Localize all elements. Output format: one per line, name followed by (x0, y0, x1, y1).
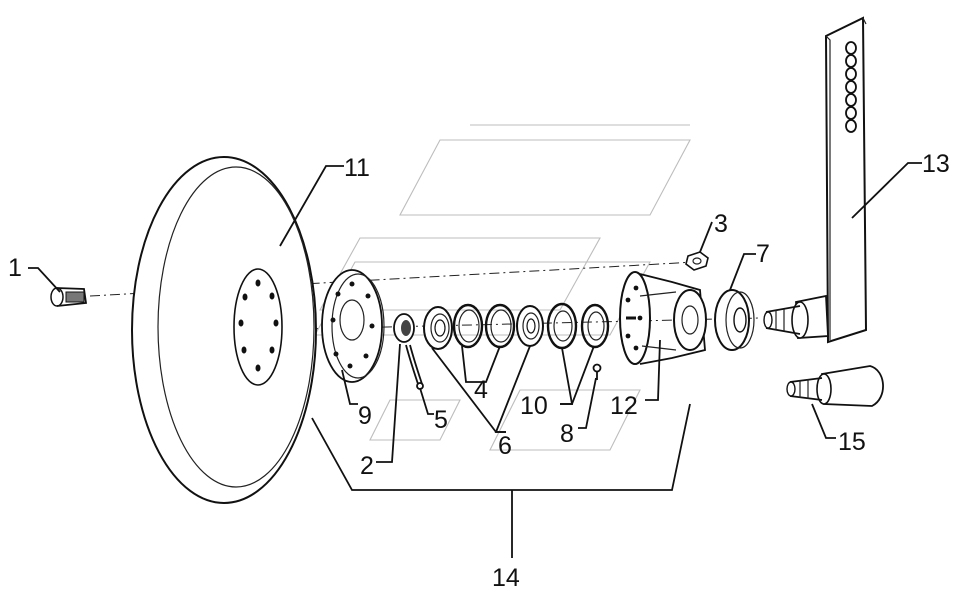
leader-15 (811, 403, 836, 439)
bearing-part-6-right (516, 305, 544, 347)
callout-8: 8 (560, 420, 574, 448)
grease-nipple-part-8 (592, 363, 602, 380)
cotter-pin-part-5 (405, 344, 424, 390)
callout-5: 5 (434, 406, 448, 434)
arm-part-13 (763, 16, 868, 344)
callout-14: 14 (492, 564, 520, 592)
leader-2 (376, 343, 401, 463)
disc-bolt-holes (238, 279, 279, 372)
callout-2: 2 (360, 452, 374, 480)
leader-12 (645, 339, 661, 401)
spindle-part-15 (786, 365, 884, 407)
leader-4a (461, 345, 474, 383)
leader-5 (419, 387, 434, 415)
flange-part-9 (321, 269, 385, 383)
leader-10b (560, 345, 595, 405)
callout-10: 10 (520, 392, 548, 420)
spindle (763, 294, 829, 339)
collar-part-7 (714, 289, 755, 351)
seal-part-4-right (484, 303, 516, 349)
callout-13: 13 (922, 150, 950, 178)
callout-1: 1 (8, 254, 22, 282)
seal-part-4-left (452, 303, 484, 349)
leader-10a (560, 347, 574, 405)
callout-4: 4 (474, 376, 488, 404)
callout-7: 7 (756, 240, 770, 268)
bearing-set (423, 302, 610, 350)
bolt-part-1 (50, 287, 88, 307)
leader-11 (279, 165, 344, 247)
leader-7 (729, 253, 756, 291)
callout-9: 9 (358, 402, 372, 430)
nut-part-2 (393, 313, 415, 343)
callout-6: 6 (498, 432, 512, 460)
leader-lines (28, 162, 922, 558)
callout-15: 15 (838, 428, 866, 456)
leader-8 (578, 377, 597, 429)
callout-3: 3 (714, 210, 728, 238)
hub-part-12 (619, 271, 707, 365)
leader-6b (494, 345, 531, 433)
leader-13 (851, 162, 922, 219)
leader-4b (474, 345, 501, 383)
seal-part-10-left (546, 302, 578, 350)
callout-11: 11 (344, 154, 370, 182)
callout-12: 12 (610, 392, 638, 420)
callout-labels: 1 11 3 7 13 9 5 2 4 6 10 8 12 15 14 (8, 150, 950, 592)
seal-part-10-right (580, 303, 610, 349)
nut-part-3 (685, 251, 709, 271)
leader-1 (28, 267, 61, 293)
arm-adjustment-holes (845, 41, 857, 133)
bearing-part-6-left (423, 306, 453, 350)
leader-9 (341, 369, 358, 405)
disc-part-11 (131, 156, 317, 504)
leader-3 (699, 221, 713, 253)
